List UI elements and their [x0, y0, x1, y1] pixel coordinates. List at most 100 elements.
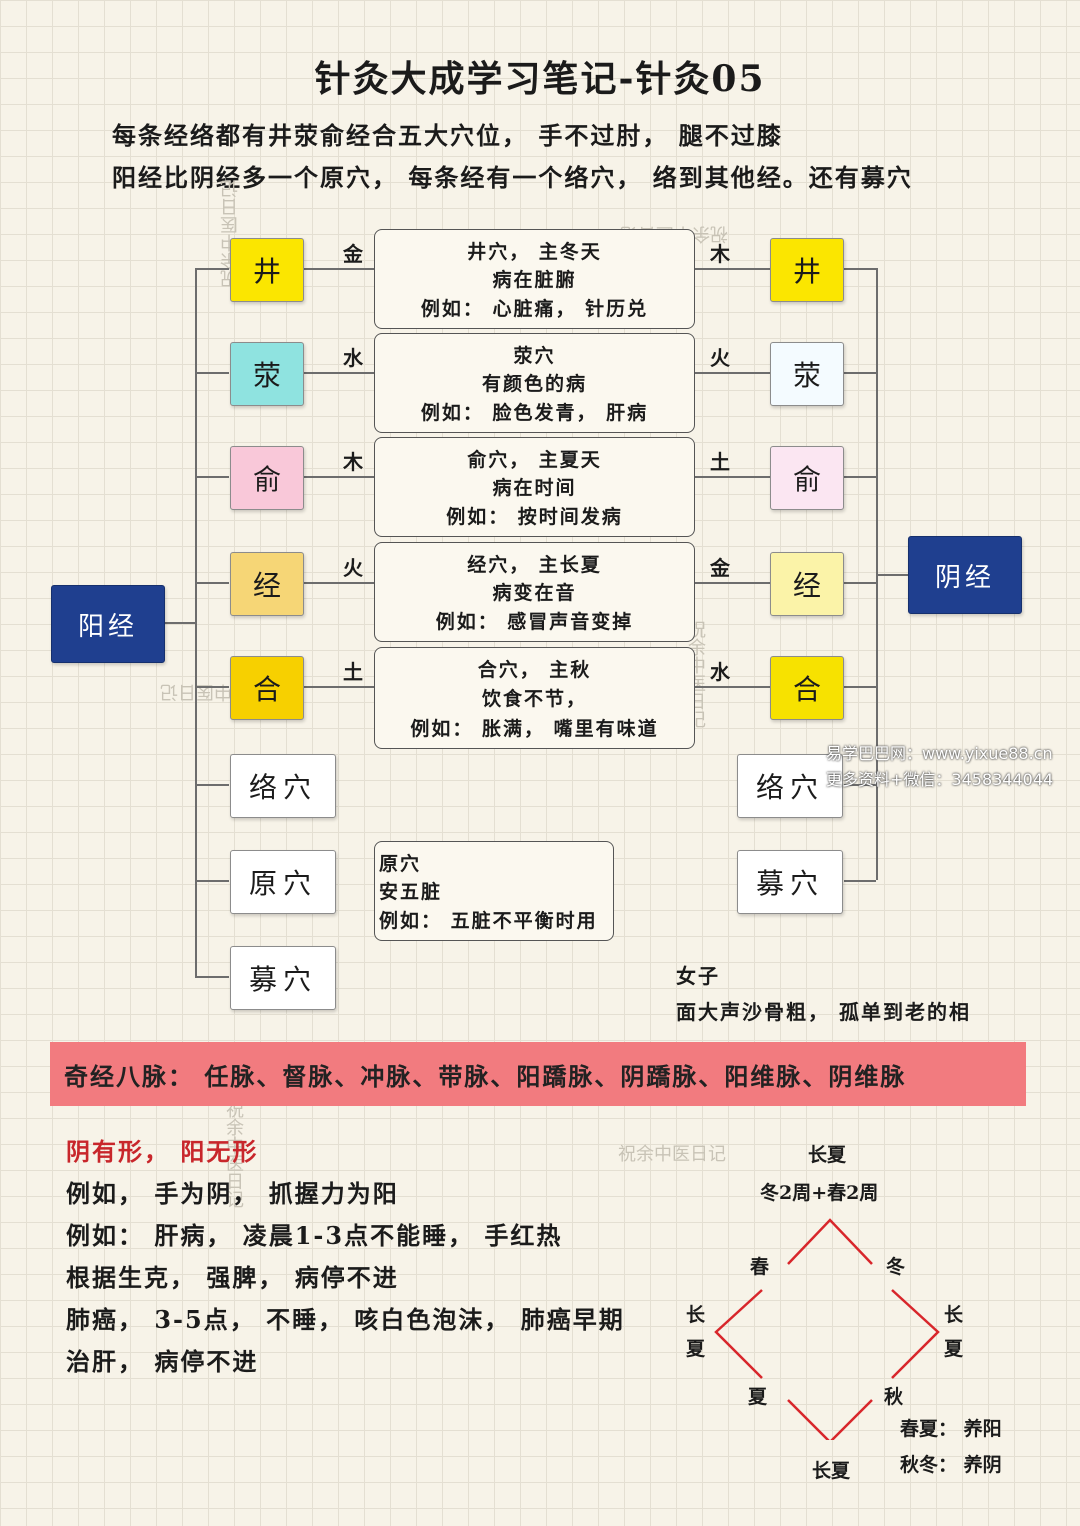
- yang-branch: [195, 880, 229, 882]
- desc-yuan: 原穴 安五脏 例如： 五脏不平衡时用: [374, 841, 614, 941]
- yin-branch: [844, 268, 876, 270]
- desc-line: 俞穴， 主夏天: [467, 448, 602, 471]
- season-legend-yin: 秋冬： 养阴: [900, 1454, 1002, 1476]
- season-left: 长夏: [686, 1304, 706, 1360]
- intro-line-2: 阳经比阴经多一个原穴， 每条经有一个络穴， 络到其他经。还有募穴: [112, 163, 913, 192]
- yang-branch: [195, 976, 229, 978]
- yin-element-label: 金: [710, 556, 730, 580]
- yang-trunk-line: [195, 268, 197, 978]
- notes-heading: 阴有形， 阳无形: [66, 1137, 259, 1166]
- eight-extra-meridians-banner: 奇经八脉： 任脉、督脉、冲脉、带脉、阳蹻脉、阴蹻脉、阳维脉、阴维脉: [50, 1042, 1026, 1106]
- yin-connector: [878, 574, 908, 576]
- yang-element-label: 水: [343, 346, 363, 370]
- season-spring: 春: [750, 1256, 770, 1278]
- yin-branch: [844, 582, 876, 584]
- yang-element-label: 金: [343, 242, 363, 266]
- yang-luo-point: 络穴: [230, 754, 336, 818]
- notes-line: 肺癌， 3-5点， 不睡， 咳白色泡沫， 肺癌早期: [66, 1305, 625, 1334]
- female-note-text: 面大声沙骨粗， 孤单到老的相: [676, 1000, 971, 1024]
- desc-ying: 荥穴 有颜色的病 例如： 脸色发青， 肝病: [374, 333, 695, 433]
- yang-point-he: 合: [230, 656, 304, 720]
- yang-element-label: 土: [343, 660, 363, 684]
- yang-branch: [195, 268, 229, 270]
- yin-branch: [844, 784, 876, 786]
- yang-branch: [195, 476, 229, 478]
- yin-point-ying: 荥: [770, 342, 844, 406]
- season-right: 长夏: [944, 1304, 964, 1360]
- desc-line: 例如： 脸色发青， 肝病: [420, 402, 649, 425]
- yang-branch: [195, 372, 229, 374]
- diamond-edge-bottom: [787, 1399, 873, 1440]
- desc-line: 例如： 胀满， 嘴里有味道: [410, 717, 659, 740]
- yang-point-shu: 俞: [230, 446, 304, 510]
- connector: [695, 582, 770, 584]
- yin-luo-point: 络穴: [737, 754, 843, 818]
- desc-shu: 俞穴， 主夏天 病在时间 例如： 按时间发病: [374, 437, 695, 537]
- desc-line: 例如： 感冒声音变掉: [435, 611, 634, 634]
- connector: [695, 268, 770, 270]
- yang-connector: [164, 622, 195, 624]
- yang-mu-point: 募穴: [230, 946, 336, 1010]
- site-overlay: 易学巴巴网：www.yixue88.cn: [826, 744, 1053, 763]
- season-top: 长夏: [808, 1144, 847, 1166]
- yin-point-shu: 俞: [770, 446, 844, 510]
- season-top-sub: 冬2周+春2周: [760, 1182, 879, 1204]
- connector: [695, 372, 770, 374]
- season-diamond: [714, 1218, 940, 1440]
- desc-jing-river: 经穴， 主长夏 病变在音 例如： 感冒声音变掉: [374, 542, 695, 642]
- yang-point-jing-river: 经: [230, 552, 304, 616]
- yang-branch: [195, 686, 229, 688]
- yin-branch: [844, 372, 876, 374]
- page-title: 针灸大成学习笔记-针灸05: [314, 58, 766, 100]
- desc-he: 合穴， 主秋 饮食不节， 例如： 胀满， 嘴里有味道: [374, 647, 695, 749]
- season-winter: 冬: [886, 1256, 906, 1278]
- yang-branch: [195, 582, 229, 584]
- yin-branch: [844, 476, 876, 478]
- yin-element-label: 水: [710, 660, 730, 684]
- yin-trunk-line: [876, 268, 878, 880]
- desc-line: 荥穴: [513, 344, 556, 367]
- desc-line: 合穴， 主秋: [477, 659, 592, 682]
- desc-jing-well: 井穴， 主冬天 病在脏腑 例如： 心脏痛， 针历兑: [374, 229, 695, 329]
- yang-element-label: 木: [343, 450, 363, 474]
- intro-line-1: 每条经络都有井荥俞经合五大穴位， 手不过肘， 腿不过膝: [112, 121, 783, 150]
- yang-meridian-box: 阳经: [51, 585, 165, 663]
- desc-line: 病在脏腑: [492, 269, 577, 292]
- desc-line: 安五脏: [379, 881, 443, 904]
- notes-line: 根据生克， 强脾， 病停不进: [66, 1263, 399, 1292]
- connector: [303, 476, 375, 478]
- desc-line: 经穴， 主长夏: [467, 553, 602, 576]
- connector: [695, 686, 770, 688]
- desc-line: 病变在音: [492, 582, 577, 605]
- desc-line: 例如： 按时间发病: [446, 506, 623, 529]
- desc-line: 有颜色的病: [481, 373, 587, 396]
- yin-meridian-box: 阴经: [908, 536, 1022, 614]
- season-summer: 夏: [748, 1386, 768, 1408]
- yin-element-label: 木: [710, 242, 730, 266]
- yin-mu-point: 募穴: [737, 850, 843, 914]
- diamond-edge-right: [891, 1289, 940, 1379]
- desc-line: 病在时间: [492, 477, 577, 500]
- yin-element-label: 土: [710, 450, 730, 474]
- desc-line: 原穴: [379, 852, 422, 875]
- desc-line: 饮食不节，: [481, 688, 587, 711]
- desc-line: 井穴， 主冬天: [467, 240, 602, 263]
- yang-point-ying: 荥: [230, 342, 304, 406]
- yin-branch: [844, 880, 876, 882]
- connector: [695, 476, 770, 478]
- female-note-title: 女子: [676, 964, 720, 988]
- watermark: 祝余中医日记: [223, 1100, 244, 1208]
- diamond-edge-left: [714, 1289, 763, 1379]
- yin-branch: [844, 686, 876, 688]
- site-overlay: 更多资料+微信：3458344044: [826, 770, 1054, 789]
- notes-line: 例如， 手为阴， 抓握力为阳: [66, 1179, 399, 1208]
- diamond-edge-top: [787, 1218, 873, 1265]
- yang-yuan-point: 原穴: [230, 850, 336, 914]
- yin-point-jing-river: 经: [770, 552, 844, 616]
- notes-line: 例如： 肝病， 凌晨1-3点不能睡， 手红热: [66, 1221, 563, 1250]
- season-legend-yang: 春夏： 养阳: [900, 1418, 1002, 1440]
- connector: [303, 268, 375, 270]
- yang-branch: [195, 784, 229, 786]
- yang-element-label: 火: [343, 556, 363, 580]
- season-autumn: 秋: [884, 1386, 904, 1408]
